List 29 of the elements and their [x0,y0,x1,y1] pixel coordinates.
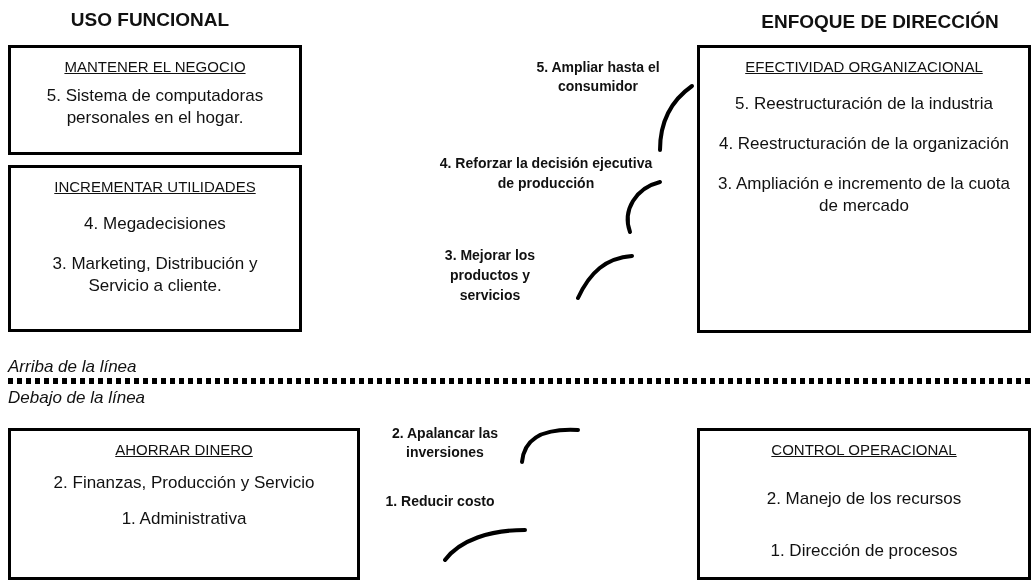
category-box [8,45,302,155]
box-item: 1. Administrativa [121,508,247,530]
category-box [8,428,360,580]
category-box [697,428,1031,580]
box-item: 5. Reestructuración de la industria [735,93,993,115]
box-item: 1. Dirección de procesos [770,540,958,562]
box-item: 3. Ampliación e incremento de la cuota de mercado [717,173,1011,217]
box-heading: MANTENER EL NEGOCIO [64,58,246,75]
category-box [8,165,302,332]
box-heading: CONTROL OPERACIONAL [771,441,957,458]
step-label: 4. Reforzar la decisión ejecutiva de producción [438,154,654,193]
line-label: Debajo de la línea [8,387,147,409]
box-item: 5. Sistema de computadoras personales en el hogar. [45,85,265,129]
box-heading: EFECTIVIDAD ORGANIZACIONAL [745,58,983,75]
category-box [697,45,1031,333]
box-item: 4. Megadecisiones [84,213,226,235]
box-item: 3. Marketing, Distribución y Servicio a cliente. [51,253,259,297]
box-item: 4. Reestructuración de la organización [718,133,1010,155]
step-label: 2. Apalancar las inversiones [390,424,500,462]
step-label: 5. Ampliar hasta el consumidor [535,58,661,96]
box-item: 2. Finanzas, Producción y Servicio [53,472,315,494]
step-label: 3. Mejorar los productos y servicios [443,246,537,305]
line-label: Arriba de la línea [8,356,138,378]
box-item: 2. Manejo de los recursos [766,488,962,510]
box-heading: INCREMENTAR UTILIDADES [54,178,256,195]
column-heading: ENFOQUE DE DIRECCIÓN [760,10,1000,34]
step-label: 1. Reducir costo [384,492,496,511]
box-heading: AHORRAR DINERO [115,441,253,458]
column-heading: USO FUNCIONAL [69,8,231,32]
